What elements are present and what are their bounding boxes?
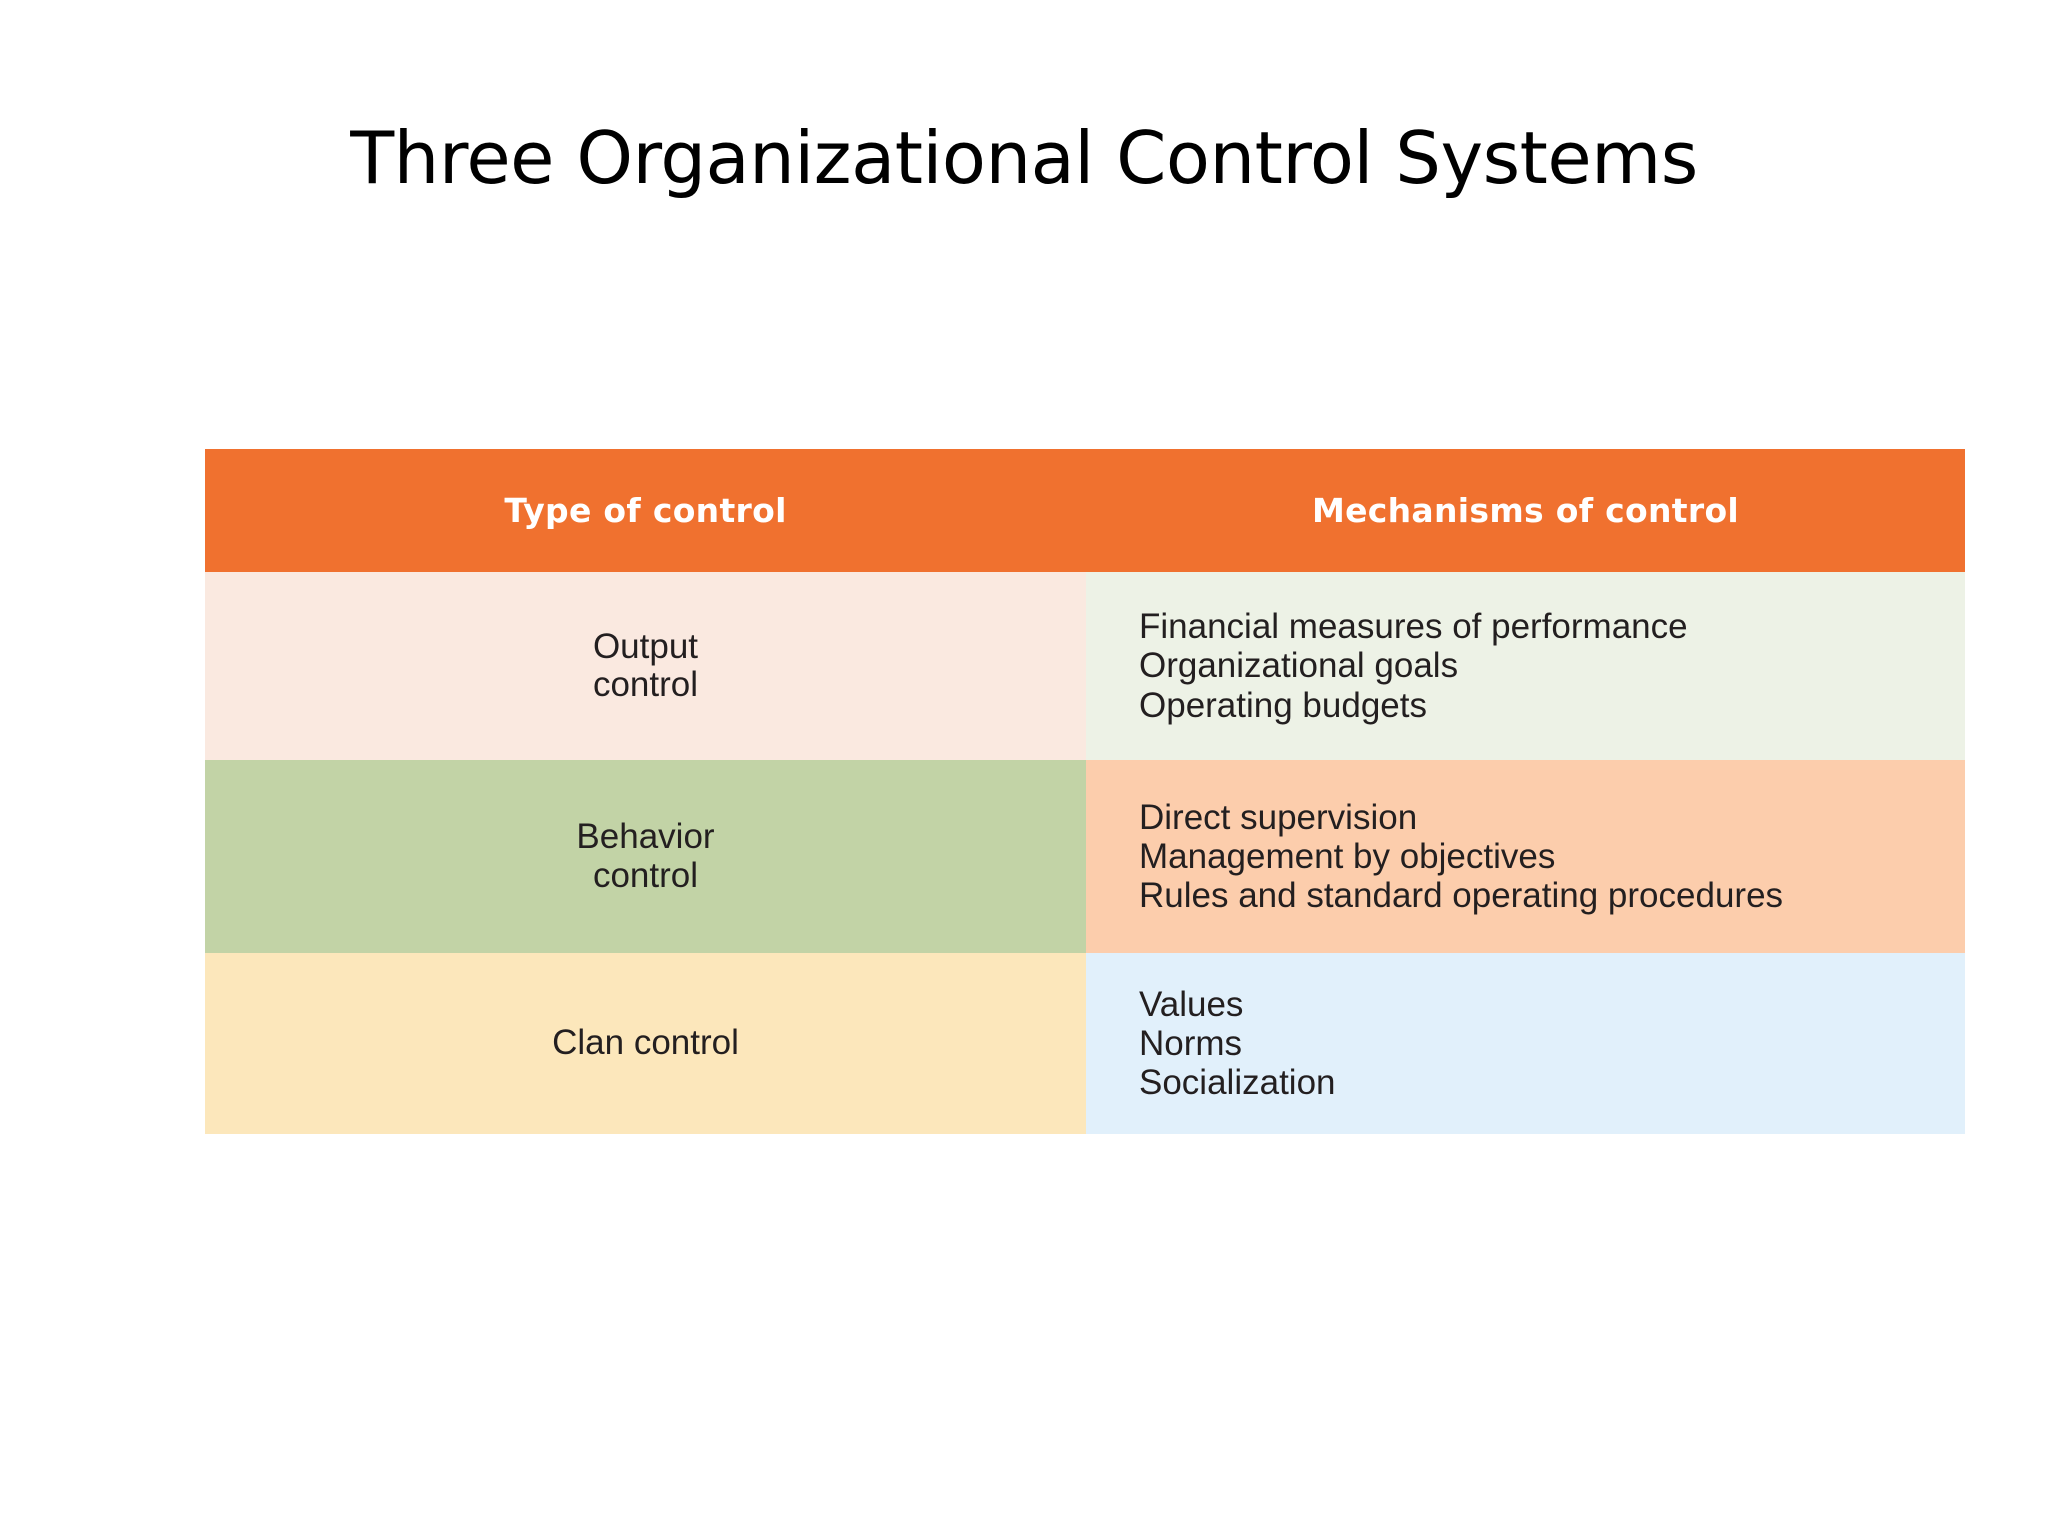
type-label-line-1: Clan control bbox=[552, 1023, 739, 1063]
table-row: Behavior control Direct supervision Mana… bbox=[205, 760, 1965, 953]
mechanism-item: Values bbox=[1139, 984, 1244, 1024]
type-label-output-control: Output control bbox=[592, 626, 699, 705]
type-cell-behavior-control: Behavior control bbox=[205, 760, 1086, 953]
column-header-type-of-control: Type of control bbox=[205, 449, 1086, 572]
mechanism-item: Direct supervision bbox=[1139, 797, 1418, 837]
type-label-clan-control: Clan control bbox=[552, 1024, 739, 1063]
type-label-line-1: Behavior bbox=[576, 817, 715, 856]
mechanism-item: Socialization bbox=[1139, 1063, 1336, 1103]
type-label-behavior-control: Behavior control bbox=[576, 817, 715, 895]
column-header-mechanisms-of-control: Mechanisms of control bbox=[1086, 449, 1965, 572]
column-header-mechanisms-of-control-label: Mechanisms of control bbox=[1311, 491, 1740, 530]
table-header-row: Type of control Mechanisms of control bbox=[205, 449, 1965, 572]
type-label-line-2: control bbox=[592, 855, 699, 895]
mechanisms-cell-output-control: Financial measures of performance Organi… bbox=[1086, 572, 1965, 760]
page-title: Three Organizational Control Systems bbox=[350, 116, 1698, 200]
mechanisms-cell-clan-control: Values Norms Socialization bbox=[1086, 953, 1965, 1134]
mechanism-item: Norms bbox=[1139, 1023, 1243, 1063]
table-row: Output control Financial measures of per… bbox=[205, 572, 1965, 760]
column-header-type-of-control-label: Type of control bbox=[504, 491, 787, 530]
control-systems-table: Type of control Mechanisms of control Ou… bbox=[205, 449, 1965, 1134]
type-cell-clan-control: Clan control bbox=[205, 953, 1086, 1134]
table-row: Clan control Values Norms Socialization bbox=[205, 953, 1965, 1134]
mechanism-item: Rules and standard operating procedures bbox=[1139, 876, 1784, 916]
mechanism-item: Financial measures of performance bbox=[1139, 607, 1688, 647]
mechanism-item: Operating budgets bbox=[1139, 685, 1427, 725]
type-label-line-1: Output bbox=[592, 626, 699, 666]
mechanisms-cell-behavior-control: Direct supervision Management by objecti… bbox=[1086, 760, 1965, 953]
type-label-line-2: control bbox=[592, 665, 699, 704]
type-cell-output-control: Output control bbox=[205, 572, 1086, 760]
mechanism-item: Organizational goals bbox=[1139, 646, 1459, 686]
mechanism-item: Management by objectives bbox=[1139, 836, 1556, 876]
